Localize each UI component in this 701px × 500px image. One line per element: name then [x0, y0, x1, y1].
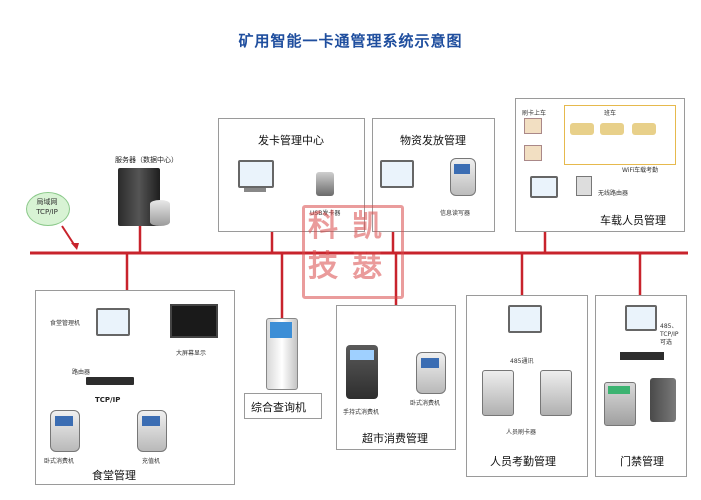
wireless-router-icon: [576, 176, 592, 196]
attendance-reader-label: 人员刷卡器: [506, 429, 537, 436]
access-note: 485、TCP/IP 可选: [660, 323, 679, 346]
passenger-icon: [524, 145, 542, 161]
watermark-stamp: [302, 205, 404, 299]
usb-card-issuer-label: USB发卡器: [310, 210, 341, 217]
attendance-title: 人员考勤管理: [490, 455, 556, 468]
computer-icon: [625, 305, 657, 331]
bus-icon: [632, 123, 656, 135]
server-label: 服务器（数据中心）: [115, 156, 178, 164]
big-screen-icon: [170, 304, 218, 338]
supermarket-title: 超市消费管理: [362, 432, 428, 445]
canteen-mgmt-pc-label: 食堂管理机: [50, 320, 81, 327]
wifi-attendance-label: WiFi车载考勤: [622, 167, 659, 174]
lan-cloud: [26, 192, 70, 226]
desktop-pos-label: 卧式消费机: [410, 400, 441, 407]
computer-icon: [508, 305, 542, 333]
computer-icon: [96, 308, 130, 336]
computer-icon: [530, 176, 558, 198]
wireless-router-label: 无线路由器: [598, 190, 629, 197]
attendance-reader-icon: [540, 370, 572, 416]
computer-icon: [380, 160, 414, 188]
computer-icon: [238, 160, 274, 188]
usb-card-issuer-icon: [316, 172, 334, 196]
pos-terminal-label: 卧式消费机: [44, 458, 75, 465]
handheld-pos-label: 手持式消费机: [343, 409, 380, 416]
kiosk-box: [244, 393, 322, 419]
watermark-char: 科: [308, 209, 338, 244]
bus-icon: [570, 123, 594, 135]
material-title: 物资发放管理: [400, 134, 466, 147]
vehicle-title: 车载人员管理: [600, 214, 666, 227]
canteen-title: 食堂管理: [92, 469, 136, 482]
door-controller-icon: [650, 378, 676, 422]
bus-label: 班车: [604, 110, 617, 117]
vehicle-box: [515, 98, 685, 232]
big-screen-label: 大屏幕显示: [176, 350, 207, 357]
router-icon: [86, 377, 134, 385]
card-center-title: 发卡管理中心: [258, 134, 324, 147]
rs485-label: 485通讯: [510, 358, 534, 365]
attendance-reader-icon: [482, 370, 514, 416]
reader-writer-label: 信息读写器: [440, 210, 471, 217]
passenger-icon: [524, 118, 542, 134]
recharge-terminal-label: 充值机: [142, 458, 161, 465]
router-label: 路由器: [72, 369, 91, 376]
database-icon: [150, 200, 170, 226]
canteen-tcpip-label: TCP/IP: [95, 396, 121, 404]
access-title: 门禁管理: [620, 455, 664, 468]
lan-arrow: [61, 225, 76, 247]
watermark-char: 技: [308, 249, 338, 284]
switch-icon: [620, 352, 664, 360]
watermark-char: 瑟: [352, 249, 382, 284]
lan-label: 局域网 TCP/IP: [36, 198, 58, 216]
swipe-on-label: 刷卡上车: [522, 110, 547, 117]
diagram-title: 矿用智能一卡通管理系统示意图: [238, 32, 463, 50]
kiosk-title: 综合查询机: [251, 401, 306, 414]
watermark-char: 凯: [352, 209, 382, 244]
bus-icon: [600, 123, 624, 135]
